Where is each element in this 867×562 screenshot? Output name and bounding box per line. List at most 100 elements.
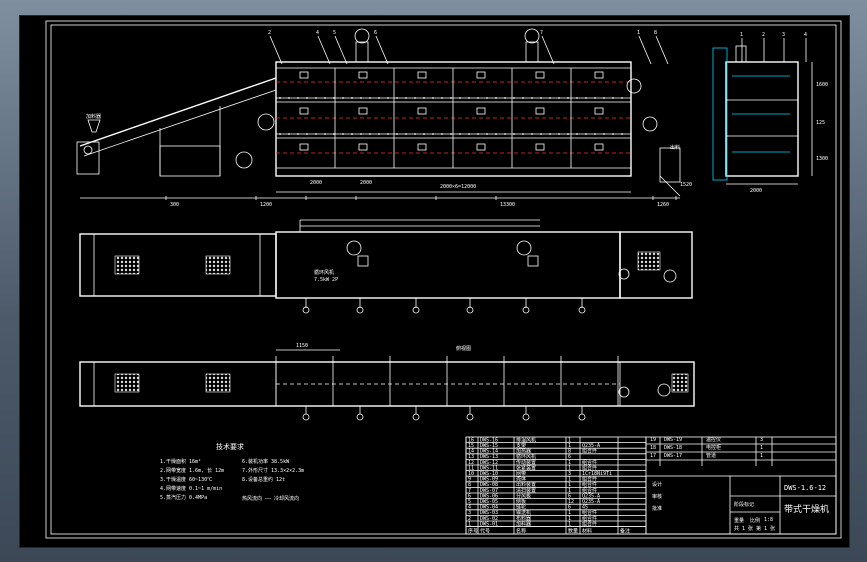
inspection-door[interactable] <box>535 107 545 115</box>
upper-part-name: 电控柜 <box>706 444 721 451</box>
tb-ratio: 比例 <box>750 517 760 524</box>
plan-outline[interactable] <box>79 361 695 407</box>
belt-link <box>378 133 380 135</box>
exhaust-fan-left[interactable] <box>355 41 369 63</box>
discharge-unit[interactable] <box>659 147 681 183</box>
inspection-door[interactable] <box>299 71 309 79</box>
callout-leader <box>317 35 331 65</box>
side-callout-number: 4 <box>804 32 807 38</box>
inspection-door[interactable] <box>476 71 486 79</box>
part-qty: 6 <box>568 505 571 511</box>
belt-link <box>477 97 479 99</box>
front-dryer-body[interactable] <box>275 231 621 299</box>
front-drive-motor[interactable] <box>663 269 677 283</box>
side-housing[interactable] <box>725 61 799 177</box>
belt-link <box>288 97 290 99</box>
part-material: 组合件 <box>582 515 597 522</box>
part-no: 6 <box>468 493 471 499</box>
plan-window-2[interactable] <box>205 373 231 393</box>
belt-link <box>288 133 290 135</box>
side-fan[interactable] <box>735 45 747 63</box>
tension-sprocket-left[interactable] <box>235 151 253 169</box>
note-line: 4.网带速度 0.1~1 m/min <box>160 485 222 492</box>
plan-window-1[interactable] <box>114 373 140 393</box>
tb-sheet: 共 1 张 第 1 张 <box>734 525 775 532</box>
inspection-door[interactable] <box>358 143 368 151</box>
side-callout-number: 2 <box>762 32 765 38</box>
part-code: DWS-13 <box>480 454 498 460</box>
part-material: Q235-A <box>582 493 600 499</box>
belt-link <box>495 97 497 99</box>
front-discharge-section[interactable] <box>619 231 693 299</box>
part-qty: 1 <box>568 443 571 449</box>
inspection-door[interactable] <box>358 107 368 115</box>
note-line-right: 8.设备总重约 12t <box>242 476 285 483</box>
front-inspection-window-1[interactable] <box>114 255 140 275</box>
part-name: 加料器 <box>516 520 531 527</box>
front-view[interactable]: 循环风机 7.5kW 2P <box>79 219 693 314</box>
part-code: DWS-04 <box>480 505 498 511</box>
part-material: 组合件 <box>582 509 597 516</box>
dryer-housing[interactable] <box>275 61 632 177</box>
inspection-door[interactable] <box>417 71 427 79</box>
callout-leader <box>655 35 669 65</box>
upper-part-no: 18 <box>650 445 656 451</box>
plan-caster <box>466 413 474 421</box>
feeder-hopper[interactable] <box>76 141 100 175</box>
part-material: 组合件 <box>582 476 597 483</box>
front-inspection-window-3[interactable] <box>637 251 661 271</box>
drive-sprocket-left[interactable] <box>257 113 275 131</box>
belt-link <box>297 97 299 99</box>
inspection-door[interactable] <box>476 107 486 115</box>
belt-link <box>459 97 461 99</box>
inspection-door[interactable] <box>417 107 427 115</box>
inspection-door[interactable] <box>417 143 427 151</box>
feed-conveyor-upper[interactable] <box>79 77 277 147</box>
dimension-text: 2000 <box>310 180 322 186</box>
inspection-door[interactable] <box>594 107 604 115</box>
belt-link <box>486 133 488 135</box>
exhaust-fan-right[interactable] <box>525 41 539 63</box>
inspection-door[interactable] <box>535 71 545 79</box>
notes-legend: 热风流向 —— 冷却风流向 <box>242 495 299 502</box>
belt-link <box>423 133 425 135</box>
plan-dim-text: 1150 <box>296 343 308 349</box>
belt-link <box>576 97 578 99</box>
sprocket-right-top[interactable] <box>626 78 642 94</box>
parts-header: 备注 <box>620 528 630 535</box>
plan-caster <box>412 413 420 421</box>
part-qty: 6 <box>568 454 571 460</box>
front-tension-motor[interactable] <box>618 268 630 280</box>
part-name: 加热器 <box>516 448 531 455</box>
part-qty: 1 <box>568 482 571 488</box>
inspection-door[interactable] <box>358 71 368 79</box>
part-material: Q235-A <box>582 443 600 449</box>
front-circ-fan-1[interactable] <box>346 240 362 256</box>
inspection-door[interactable] <box>299 107 309 115</box>
plan-view[interactable]: 1150 俯视图 <box>79 343 695 421</box>
front-circ-fan-2[interactable] <box>516 240 532 256</box>
callout-number: 5 <box>333 30 336 36</box>
inspection-door[interactable] <box>594 71 604 79</box>
callout-number: 2 <box>268 30 271 36</box>
inspection-door[interactable] <box>594 143 604 151</box>
sprocket-right-mid[interactable] <box>642 116 658 132</box>
front-feeder-section[interactable] <box>79 233 277 297</box>
part-qty: 1 <box>568 521 571 527</box>
caster-wheel <box>466 306 474 314</box>
front-inspection-window-2[interactable] <box>205 255 231 275</box>
part-code: DWS-09 <box>480 477 498 483</box>
feed-conveyor-lower <box>83 89 277 157</box>
inspection-door[interactable] <box>476 143 486 151</box>
inspection-door[interactable] <box>535 143 545 151</box>
plan-window-3[interactable] <box>671 373 689 393</box>
inspection-door[interactable] <box>299 143 309 151</box>
upper-part-qty: 1 <box>760 445 763 451</box>
title-block[interactable]: DWS-1.6-12 带式干燥机 1:8 设计 审核 批准 阶段标记 重量 比例… <box>645 475 837 535</box>
